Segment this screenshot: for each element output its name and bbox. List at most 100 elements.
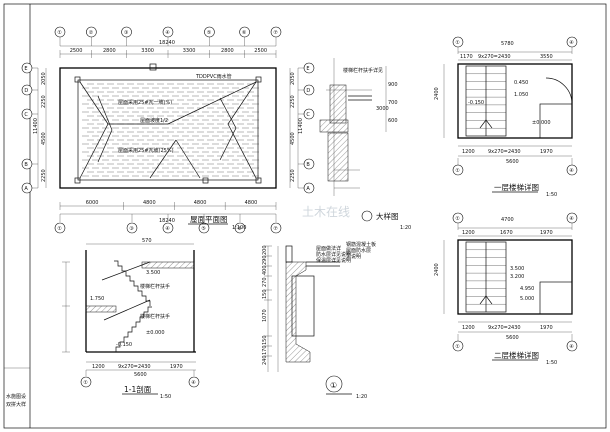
roof-bot-axis-3-label: ⑤ bbox=[201, 226, 205, 232]
roof-left-dim-1: 2250 bbox=[41, 95, 47, 108]
eave-note-4: 钢筋混凝土板 bbox=[346, 241, 376, 248]
roof-right-dim-0: 2050 bbox=[290, 72, 296, 85]
roof-left-axis-3-label: B bbox=[24, 162, 28, 168]
detail-dim-700: 700 bbox=[388, 100, 398, 106]
roof-bot-axis-2-label: ④ bbox=[165, 226, 170, 232]
detail-beam-section bbox=[329, 84, 347, 124]
stair-axis-bot-1 bbox=[566, 340, 578, 352]
section-note-1: 楼梯栏杆扶手 bbox=[140, 283, 170, 290]
stair2-level-1: 3.500 bbox=[510, 266, 524, 272]
title-block-line2: 双拼大样 bbox=[6, 401, 26, 408]
roof-bot-dim-0: 6000 bbox=[86, 200, 99, 206]
section-bot-dim3: 1970 bbox=[170, 364, 183, 370]
roof-note-1: 屋面采用25#瓦一坡(%) bbox=[118, 99, 172, 106]
eave-detail: 屋面做法详 防水层详见说明 保温层详见说明 钢筋混凝土板 屋面防水层 见说明 2… bbox=[262, 241, 376, 400]
roof-plan-title: 屋面平面图 bbox=[190, 215, 228, 224]
stair2-top-dim1: 1200 bbox=[462, 230, 475, 236]
section-top-dim: 570 bbox=[142, 238, 152, 244]
stair1-bot-dim1: 1200 bbox=[462, 149, 475, 155]
roof-left-axis-3 bbox=[21, 158, 33, 170]
roof-right-total: 11400 bbox=[298, 118, 304, 134]
roof-note-3: 屋面采用25#瓦坡(25%) bbox=[118, 147, 174, 154]
eave-dim-0: 200 bbox=[262, 245, 268, 255]
stair1-bot-dim2: 9x270=2430 bbox=[488, 149, 521, 155]
roof-left-axis-4-label: A bbox=[24, 186, 28, 192]
section-level-4: ±0.000 bbox=[146, 330, 165, 336]
section-level-2: 1.750 bbox=[90, 296, 104, 302]
roof-note-pipe: TDDPVC雨水管 bbox=[195, 73, 232, 80]
stair1-bot-dim3: 1970 bbox=[540, 149, 553, 155]
stair2-top-dim2: 1670 bbox=[500, 230, 513, 236]
roof-bot-axis-3 bbox=[198, 222, 210, 234]
roof-right-axis-2-label: C bbox=[306, 112, 310, 118]
eave-note-1: 屋面做法详 bbox=[316, 245, 341, 252]
stair-axis-top-1 bbox=[566, 212, 578, 224]
stair1-bot-total: 5600 bbox=[506, 159, 519, 165]
eave-dim-1: 290 bbox=[262, 255, 268, 265]
eave-note-3: 保温层详见说明 bbox=[316, 257, 351, 264]
stair-axis-top-0 bbox=[452, 36, 464, 48]
roof-bot-dim-2: 4800 bbox=[194, 200, 207, 206]
section-landing-mid bbox=[85, 305, 117, 313]
section-axis-1 bbox=[188, 376, 200, 388]
stair-axis-top-0 bbox=[452, 212, 464, 224]
detail-callout-bubble bbox=[361, 210, 373, 222]
section-scale: 1:50 bbox=[160, 394, 171, 400]
roof-bot-axis-4-label: ⑥ bbox=[237, 226, 242, 232]
roof-bot-axis-0 bbox=[54, 222, 66, 234]
detail-note-railing: 楼梯栏杆扶手详见 bbox=[343, 67, 383, 74]
stair1-side-dim: 2400 bbox=[434, 87, 440, 100]
stair-axis-top-0-label: ① bbox=[455, 216, 460, 222]
roof-plan-scale: 1:100 bbox=[232, 225, 246, 231]
roof-left-axis-1-label: D bbox=[24, 88, 28, 94]
stair1-level-2: ±0.000 bbox=[532, 120, 551, 126]
roof-top-dim-0: 2500 bbox=[70, 48, 83, 54]
roof-left-total: 11400 bbox=[33, 118, 39, 134]
roof-top-dim-2: 3300 bbox=[141, 48, 154, 54]
section-note-2: 楼梯栏杆扶手 bbox=[140, 313, 170, 320]
section-handrail-lower bbox=[103, 299, 151, 321]
section-level-3: -0.150 bbox=[116, 342, 132, 348]
eave-scale: 1:20 bbox=[356, 394, 367, 400]
roof-right-axis-2 bbox=[303, 108, 315, 120]
roof-left-dim-0: 2050 bbox=[41, 72, 47, 85]
section-axis-0-label: ① bbox=[83, 380, 88, 386]
stair-axis-bot-1-label: ④ bbox=[569, 168, 574, 174]
eave-title-bubble bbox=[325, 375, 343, 393]
title-block-line1: 水施图设 bbox=[6, 393, 26, 400]
stair1-door-swing bbox=[545, 77, 573, 105]
stair1-level-1: -0.150 bbox=[468, 100, 484, 106]
section-axis-1-label: ④ bbox=[191, 380, 196, 386]
roof-top-axis-4 bbox=[204, 26, 215, 38]
roof-bot-axis-0-label: ① bbox=[57, 226, 62, 232]
detail-drawing: 楼梯栏杆扶手详见 3000 900 700 600 大样图 1:20 bbox=[319, 58, 411, 231]
roof-top-axis-1 bbox=[86, 26, 97, 38]
roof-left-axis-0-label: E bbox=[24, 66, 27, 72]
roof-hip-lines bbox=[79, 81, 257, 179]
stair2-bot-dim3: 1970 bbox=[540, 325, 553, 331]
eave-dim-2: 400 bbox=[262, 265, 268, 275]
roof-left-dims: 2050 2250 4500 2250 11400 bbox=[33, 72, 47, 182]
roof-right-axis-1 bbox=[303, 84, 315, 96]
roof-top-axis-3 bbox=[162, 26, 174, 38]
stair1-top-dim3: 3550 bbox=[540, 54, 553, 60]
sheet-outer-border bbox=[3, 3, 607, 429]
roof-top-dim-3: 3300 bbox=[183, 48, 196, 54]
roof-left-dim-3: 2250 bbox=[41, 169, 47, 182]
stair-axis-bot-0-label: ① bbox=[455, 344, 460, 350]
roof-left-dim-2: 4500 bbox=[41, 132, 47, 145]
roof-left-axis-1 bbox=[21, 84, 33, 96]
stair2-title: 二层楼梯详图 bbox=[494, 350, 539, 360]
roof-top-dim-4: 2800 bbox=[221, 48, 234, 54]
section-bot-dim1: 1200 bbox=[92, 364, 105, 370]
roof-bottom-total: 18240 bbox=[159, 218, 175, 224]
roof-plan: TDDPVC雨水管 屋面采用25#瓦一坡(%) 屋面坡度1/2 屋面采用25#瓦… bbox=[21, 26, 315, 234]
stair1-top-dim2: 9x270=2430 bbox=[478, 54, 511, 60]
detail-scale: 1:20 bbox=[400, 225, 411, 231]
